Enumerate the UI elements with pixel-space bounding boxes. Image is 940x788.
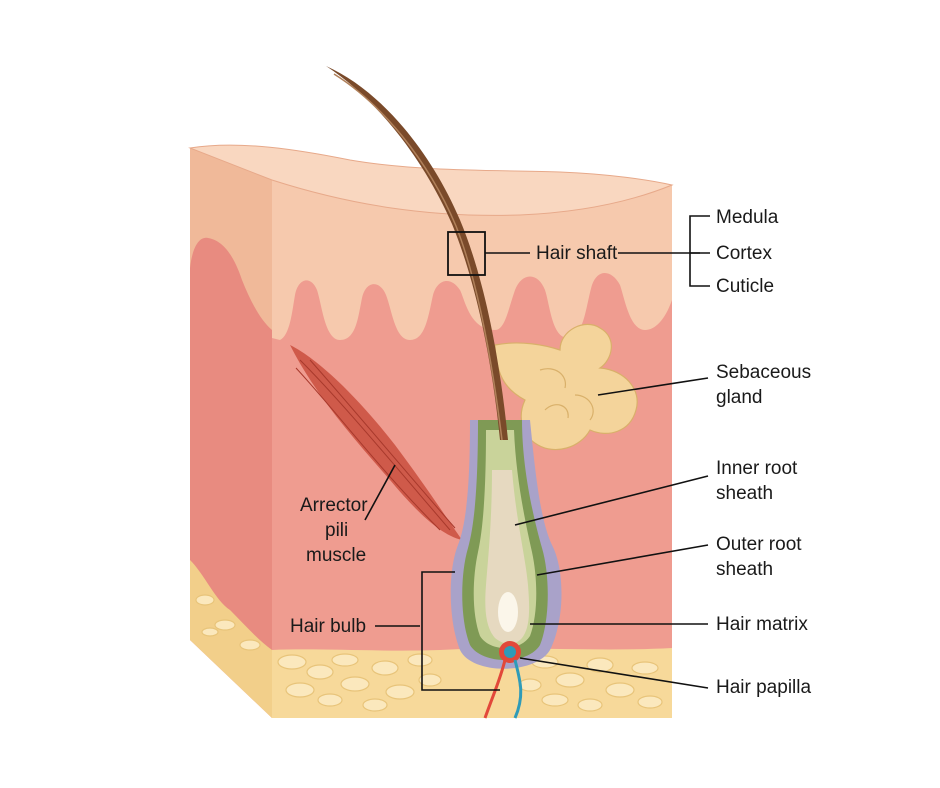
label-hair-bulb: Hair bulb	[290, 616, 366, 637]
leader-lines	[364, 215, 710, 691]
label-outer-root-1: Outer root	[716, 534, 802, 555]
label-hair-shaft: Hair shaft	[536, 243, 618, 264]
label-hair-matrix: Hair matrix	[716, 614, 808, 635]
hair-follicle	[326, 66, 562, 719]
label-outer-root-2: sheath	[716, 559, 773, 580]
label-hair-papilla: Hair papilla	[716, 677, 811, 698]
skin-left-epidermis	[190, 148, 272, 330]
label-inner-root-2: sheath	[716, 483, 773, 504]
fat-cells	[195, 594, 663, 712]
label-arrector-1: Arrector	[300, 495, 368, 516]
label-cuticle: Cuticle	[716, 276, 774, 297]
labels: Hair shaft Medula Cortex Cuticle Sebaceo…	[290, 207, 811, 698]
arrector-pili-muscle	[290, 345, 462, 540]
hair-shaft	[326, 66, 508, 440]
hair-papilla	[483, 641, 523, 719]
label-sebaceous-2: gland	[716, 387, 763, 408]
label-medula: Medula	[716, 207, 779, 228]
hair-matrix-region	[485, 470, 530, 644]
label-arrector-2: pili	[325, 520, 348, 541]
label-sebaceous-1: Sebaceous	[716, 362, 811, 383]
label-inner-root-1: Inner root	[716, 458, 798, 479]
label-arrector-3: muscle	[306, 545, 366, 566]
label-cortex: Cortex	[716, 243, 772, 264]
sebaceous-gland	[494, 323, 638, 451]
